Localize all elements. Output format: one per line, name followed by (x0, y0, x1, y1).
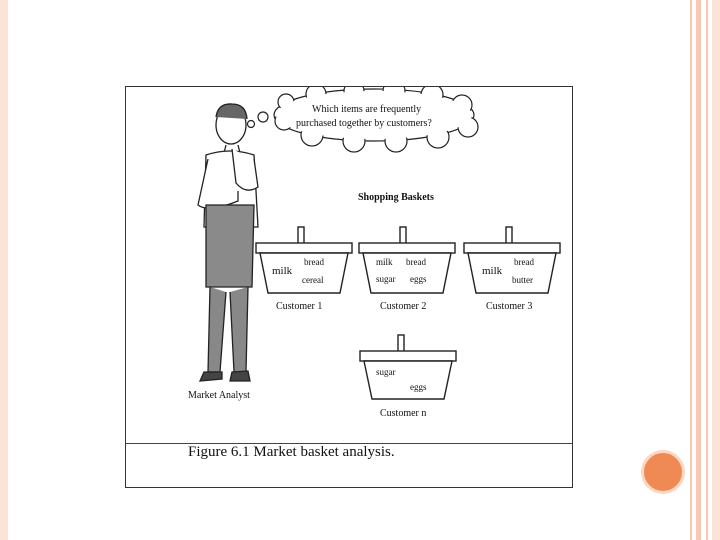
thought-text-line-1: Which items are frequently (312, 104, 422, 115)
market-analyst-label: Market Analyst (188, 390, 250, 401)
customer-2-label: Customer 2 (380, 301, 427, 312)
basket-2-item: bread (406, 257, 426, 267)
basket-customer-2 (358, 226, 456, 294)
shopping-baskets-heading: Shopping Baskets (358, 192, 434, 203)
basket-n-item: sugar (376, 367, 396, 377)
right-border-stripe (690, 0, 692, 540)
right-border-stripe (706, 0, 708, 540)
basket-customer-1 (255, 226, 353, 294)
basket-2-item: sugar (376, 274, 396, 284)
basket-3-item: milk (482, 265, 503, 277)
basket-2-item: eggs (410, 274, 427, 284)
thought-bubble (238, 87, 479, 153)
left-border-stripe (0, 0, 8, 540)
market-basket-figure: Which items are frequently purchased tog… (125, 86, 573, 488)
customer-3-label: Customer 3 (486, 301, 533, 312)
customer-1-label: Customer 1 (276, 301, 323, 312)
basket-1-item: bread (304, 257, 324, 267)
customer-n-label: Customer n (380, 408, 427, 419)
basket-1-item: milk (272, 265, 293, 277)
slide-decoration-dot (641, 450, 685, 494)
thought-text-line-2: purchased together by customers? (296, 118, 432, 129)
diagram-drawing (197, 87, 561, 400)
caption-divider (126, 443, 572, 444)
basket-n-item: eggs (410, 382, 427, 392)
basket-3-item: butter (512, 275, 533, 285)
basket-customer-n (359, 334, 457, 400)
right-border-stripe (712, 0, 720, 540)
right-border-stripe (696, 0, 701, 540)
basket-customer-3 (463, 226, 561, 294)
basket-2-item: milk (376, 257, 393, 267)
figure-caption: Figure 6.1 Market basket analysis. (188, 444, 395, 460)
basket-3-item: bread (514, 257, 534, 267)
basket-1-item: cereal (302, 275, 324, 285)
market-analyst-person (197, 103, 259, 382)
